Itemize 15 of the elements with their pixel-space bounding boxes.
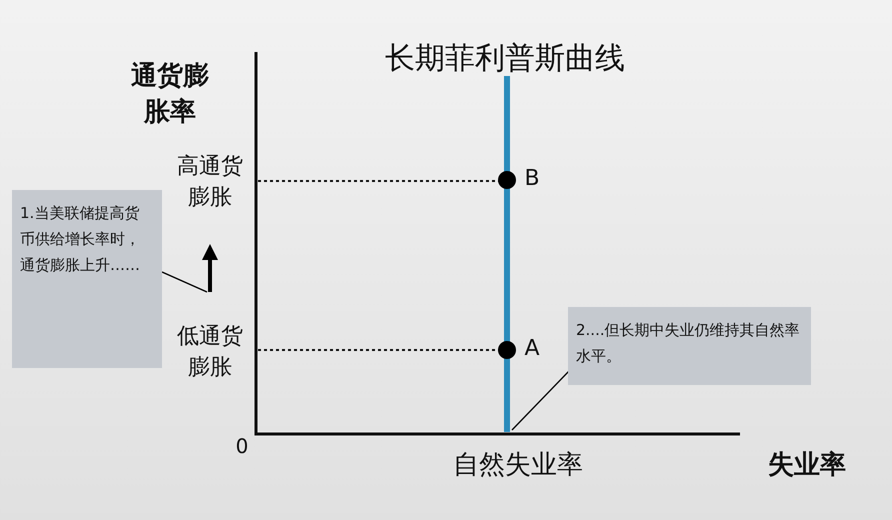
tick-label: 自然失业率 bbox=[452, 449, 584, 482]
axis-title: 失业率 bbox=[767, 449, 847, 482]
leader-line bbox=[162, 271, 208, 293]
tick-label: 低通货膨胀 bbox=[176, 323, 244, 382]
chart-title: 长期菲利普斯曲线 bbox=[384, 40, 626, 78]
axis-title: 通货膨胀率 bbox=[130, 60, 210, 130]
tick-label: 高通货膨胀 bbox=[176, 153, 244, 212]
vertical-curve bbox=[504, 76, 510, 432]
leader-line bbox=[512, 370, 570, 430]
callout-box: 1.当美联储提高货币供给增长率时，通货膨胀上升…… bbox=[12, 190, 162, 368]
up-arrow bbox=[202, 244, 218, 292]
point-label: A bbox=[523, 336, 541, 361]
point-label: B bbox=[523, 166, 541, 191]
callout-box: 2....但长期中失业仍维持其自然率水平。 bbox=[568, 307, 811, 385]
tick-label: 0 bbox=[234, 433, 250, 460]
